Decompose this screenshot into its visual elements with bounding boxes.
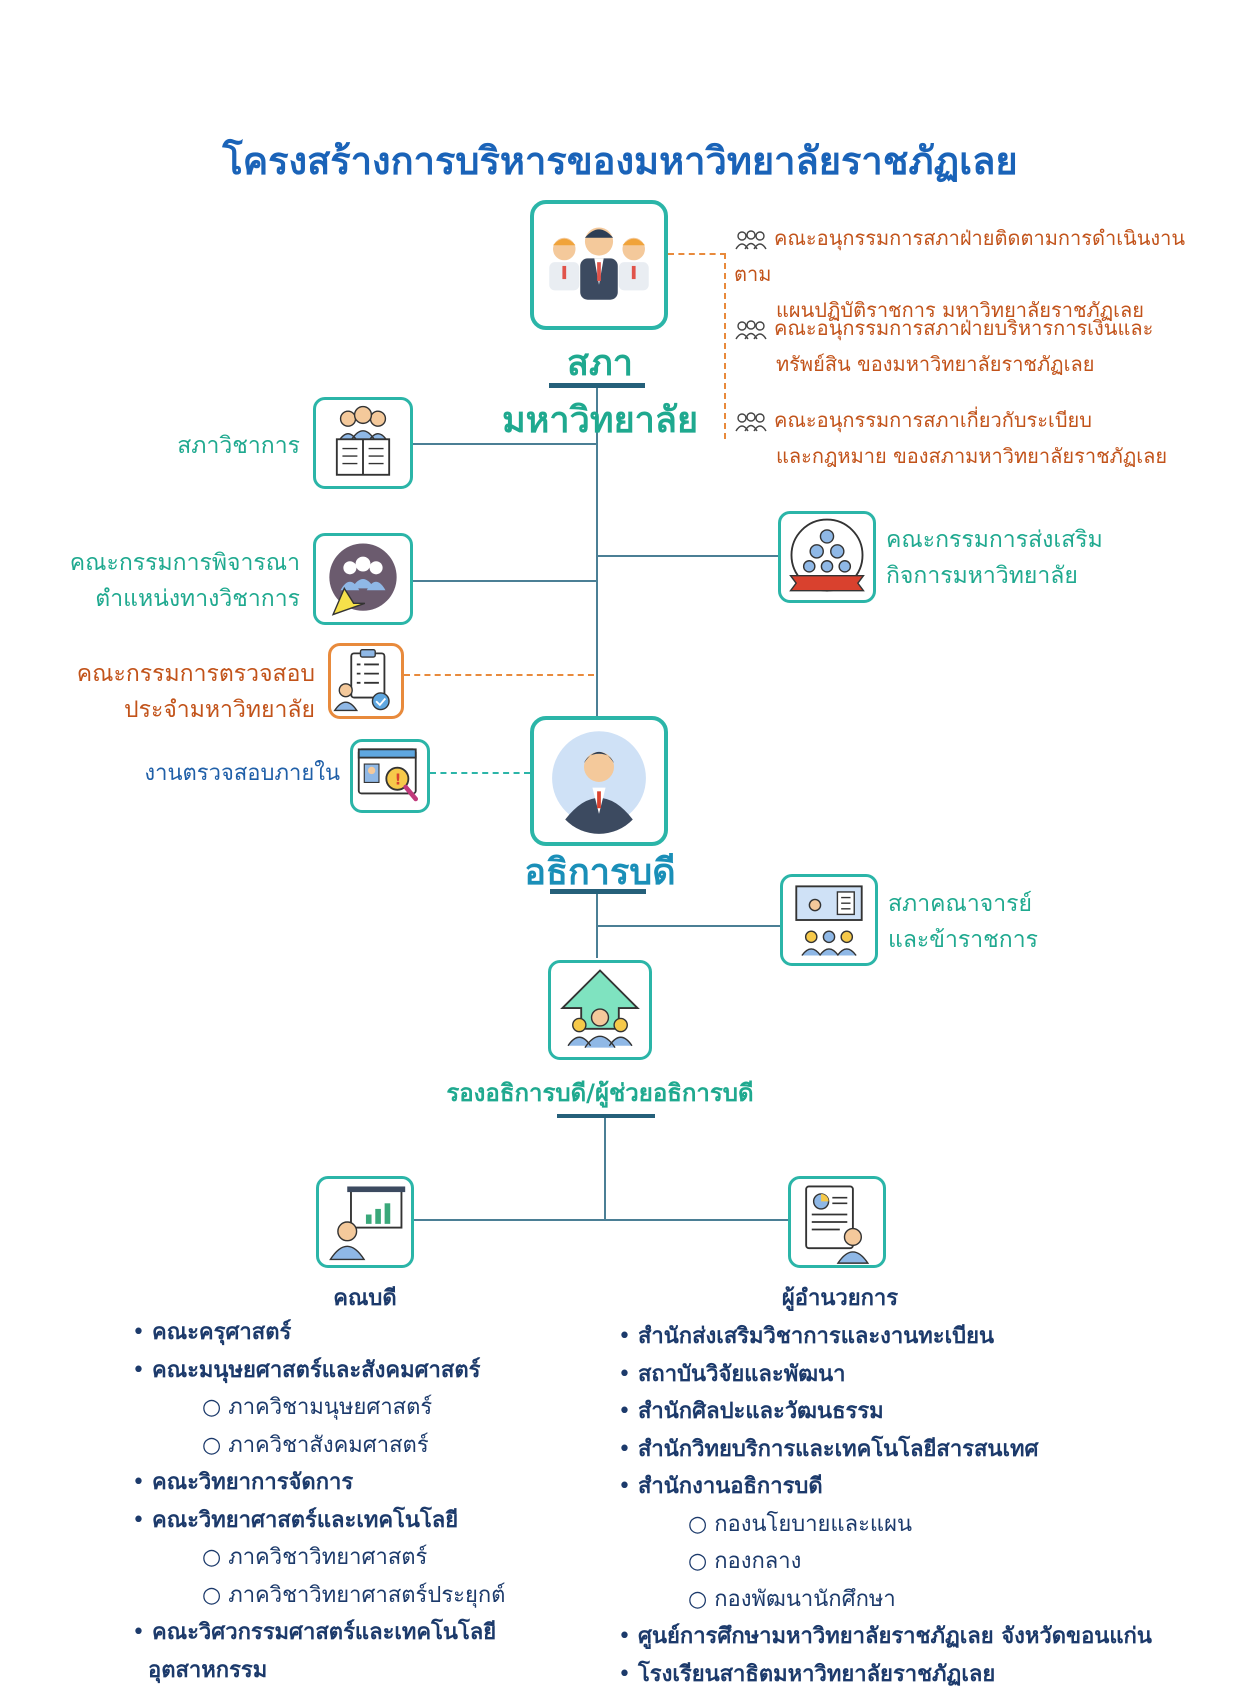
council-underline bbox=[549, 383, 645, 388]
clipboard-checklist-icon bbox=[333, 648, 390, 712]
president-avatar-icon bbox=[552, 731, 646, 834]
subcommittee-2-line1: คณะอนุกรรมการสภาฝ่ายบริหารการเงินและ bbox=[774, 316, 1154, 340]
faculty-senate-line2: และข้าราชการ bbox=[888, 927, 1038, 953]
vice-president-icon-box bbox=[548, 960, 652, 1060]
dashed-connector-audit bbox=[404, 674, 594, 676]
connector-promotion-committee bbox=[598, 555, 778, 557]
subcommittee-3: คณะอนุกรรมการสภาเกี่ยวกับระเบียบ และกฎหม… bbox=[734, 402, 1214, 474]
president-icon-box bbox=[530, 716, 668, 846]
deans-item: อุตสาหกรรม bbox=[148, 1657, 268, 1683]
promotion-committee-line1: คณะกรรมการส่งเสริม bbox=[886, 527, 1103, 553]
audit-committee-icon-box bbox=[328, 643, 404, 719]
directors-icon-box bbox=[788, 1176, 886, 1268]
growth-team-icon bbox=[560, 969, 640, 1048]
deans-item: คณะวิทยาศาสตร์และเทคโนโลยี bbox=[132, 1502, 652, 1540]
deans-label: คณบดี bbox=[333, 1286, 397, 1311]
academic-council-icon-box bbox=[313, 397, 413, 489]
deans-item: ภาควิชาวิทยาศาสตร์ bbox=[132, 1539, 652, 1577]
group-icon bbox=[735, 411, 767, 431]
directors-item: กองกลาง bbox=[618, 1543, 1218, 1581]
subcommittee-3-line1: คณะอนุกรรมการสภาเกี่ยวกับระเบียบ bbox=[774, 408, 1092, 432]
position-committee-icon-box bbox=[313, 533, 413, 625]
internal-audit-label: งานตรวจสอบภายใน bbox=[144, 761, 340, 786]
presenter-chart-icon bbox=[329, 1186, 406, 1261]
subcommittee-1-line1: คณะอนุกรรมการสภาฝ่ายติดตามการดำเนินงานตา… bbox=[734, 226, 1186, 286]
faculty-senate-label: สภาคณาจารย์ และข้าราชการ bbox=[888, 886, 1148, 958]
position-committee-line1: คณะกรรมการพิจารณา bbox=[69, 550, 300, 576]
subcommittee-2-line2: ทรัพย์สิน ของมหาวิทยาลัยราชภัฏเลย bbox=[776, 352, 1095, 376]
directors-item: สำนักวิทยบริการและเทคโนโลยีสารสนเทศ bbox=[618, 1431, 1218, 1469]
svg-text:!: ! bbox=[395, 771, 402, 788]
directors-item: สำนักส่งเสริมวิชาการและงานทะเบียน bbox=[618, 1318, 1218, 1356]
main-trunk-upper bbox=[596, 388, 598, 730]
directors-item: สำนักศิลปะและวัฒนธรรม bbox=[618, 1393, 1218, 1431]
connector-faculty-senate bbox=[598, 925, 780, 927]
promotion-committee-line2: กิจการมหาวิทยาลัย bbox=[886, 563, 1078, 589]
dashed-connector-sub-vertical bbox=[724, 253, 726, 439]
report-document-icon bbox=[805, 1185, 870, 1264]
faculty-senate-icon-box bbox=[780, 874, 878, 966]
subcommittee-1-line2: แผนปฏิบัติราชการ มหาวิทยาลัยราชภัฏเลย bbox=[776, 298, 1144, 322]
council-members-icon bbox=[549, 227, 649, 300]
directors-item: สำนักงานอธิการบดี bbox=[618, 1468, 1218, 1506]
directors-item: สถาบันวิจัยและพัฒนา bbox=[618, 1356, 1218, 1394]
subcommittee-2: คณะอนุกรรมการสภาฝ่ายบริหารการเงินและ ทรั… bbox=[734, 310, 1214, 382]
deans-item: ภาควิชาสังคมศาสตร์ bbox=[132, 1427, 652, 1465]
audit-committee-line2: ประจำมหาวิทยาลัย bbox=[124, 697, 315, 723]
presentation-audience-icon bbox=[795, 885, 863, 956]
inspection-magnifier-icon: ! bbox=[357, 748, 419, 802]
deans-item: คณะครุศาสตร์ bbox=[132, 1314, 652, 1352]
deans-item: ภาควิชามนุษยศาสตร์ bbox=[132, 1389, 652, 1427]
directors-item: โรงเรียนสาธิตมหาวิทยาลัยราชภัฏเลย bbox=[618, 1656, 1218, 1694]
deans-list: คณะครุศาสตร์คณะมนุษยศาสตร์และสังคมศาสตร์… bbox=[132, 1314, 652, 1689]
dashed-connector-council-sub bbox=[668, 253, 726, 255]
deans-item: คณะวิทยาการจัดการ bbox=[132, 1464, 652, 1502]
subcommittee-3-line2: และกฎหมาย ของสภามหาวิทยาลัยราชภัฏเลย bbox=[776, 444, 1168, 468]
position-committee-line2: ตำแหน่งทางวิชาการ bbox=[95, 586, 300, 612]
group-icon bbox=[735, 319, 767, 339]
deans-item: คณะมนุษยศาสตร์และสังคมศาสตร์ bbox=[132, 1352, 652, 1390]
internal-audit-icon-box: ! bbox=[350, 739, 430, 813]
directors-item: กองนโยบายและแผน bbox=[618, 1506, 1218, 1544]
president-underline bbox=[550, 889, 646, 894]
page-title: โครงสร้างการบริหารของมหาวิทยาลัยราชภัฏเล… bbox=[222, 139, 1018, 183]
directors-label: ผู้อำนวยการ bbox=[781, 1286, 899, 1311]
group-icon bbox=[735, 229, 767, 249]
council-icon-box bbox=[530, 200, 668, 330]
community-banner-icon bbox=[789, 518, 865, 592]
dashed-connector-internal-audit bbox=[430, 772, 530, 774]
subcommittee-1: คณะอนุกรรมการสภาฝ่ายติดตามการดำเนินงานตา… bbox=[734, 220, 1214, 328]
faculty-senate-line1: สภาคณาจารย์ bbox=[888, 891, 1032, 917]
vice-president-label: รองอธิการบดี/ผู้ช่วยอธิการบดี bbox=[446, 1079, 754, 1107]
committee-pointer-icon bbox=[329, 543, 397, 616]
audit-committee-label: คณะกรรมการตรวจสอบ ประจำมหาวิทยาลัย bbox=[60, 656, 315, 728]
directors-item: กองพัฒนานักศึกษา bbox=[618, 1581, 1218, 1619]
deans-item: ภาควิชาวิทยาศาสตร์ประยุกต์ bbox=[132, 1577, 652, 1615]
directors-list: สำนักส่งเสริมวิชาการและงานทะเบียนสถาบันว… bbox=[618, 1318, 1218, 1693]
council-label: สภามหาวิทยาลัย bbox=[501, 343, 699, 441]
main-trunk-lower bbox=[596, 890, 598, 958]
people-book-icon bbox=[335, 405, 391, 476]
audit-committee-line1: คณะกรรมการตรวจสอบ bbox=[76, 661, 315, 687]
promotion-committee-icon-box bbox=[778, 511, 876, 603]
deans-icon-box bbox=[316, 1176, 414, 1268]
position-committee-label: คณะกรรมการพิจารณา ตำแหน่งทางวิชาการ bbox=[40, 545, 300, 617]
connector-vp-down bbox=[604, 1116, 606, 1221]
president-label: อธิการบดี bbox=[524, 852, 676, 893]
directors-item: ศูนย์การศึกษามหาวิทยาลัยราชภัฏเลย จังหวั… bbox=[618, 1618, 1218, 1656]
academic-council-label: สภาวิชาการ bbox=[177, 433, 300, 459]
connector-deans-directors bbox=[414, 1219, 788, 1221]
connector-position-committee bbox=[412, 580, 596, 582]
vice-president-underline bbox=[557, 1114, 655, 1118]
promotion-committee-label: คณะกรรมการส่งเสริม กิจการมหาวิทยาลัย bbox=[886, 522, 1206, 594]
deans-item: คณะวิศวกรรมศาสตร์และเทคโนโลยี bbox=[132, 1614, 652, 1652]
connector-academic-council bbox=[412, 443, 596, 445]
